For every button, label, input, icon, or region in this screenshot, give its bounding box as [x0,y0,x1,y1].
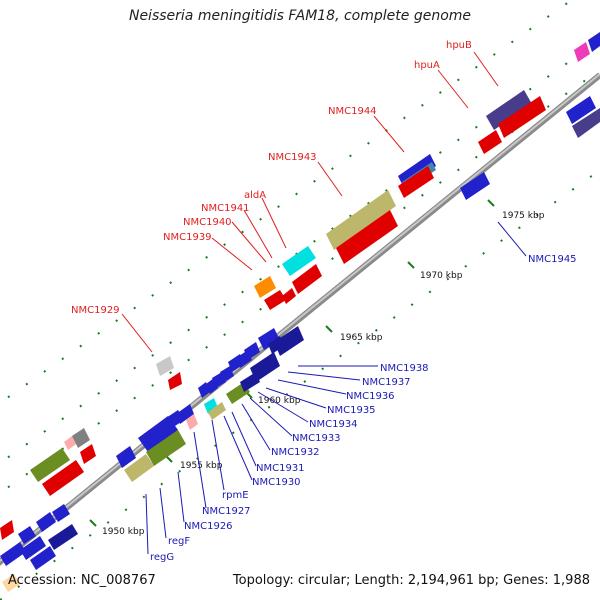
gene-feature [30,546,56,570]
gene-feature [52,504,70,522]
gene-label-NMC1944: NMC1944 [328,106,377,117]
gene-label-NMC1931: NMC1931 [256,463,305,474]
gene-label-NMC1933: NMC1933 [292,433,341,444]
gene-feature [572,108,600,138]
gene-label-NMC1929: NMC1929 [71,305,120,316]
gene-label-NMC1935: NMC1935 [327,405,376,416]
tick-label: 1955 kbp [180,461,223,471]
gene-feature [244,342,260,360]
gene-feature [258,328,280,350]
gene-feature [264,290,286,310]
gene-feature [460,172,490,200]
gene-feature [566,96,596,124]
gene-feature [138,416,178,452]
gene-feature [124,454,154,482]
gene-feature [20,536,46,560]
gene-label-rpmE: rpmE [222,490,249,501]
gene-feature [292,264,322,294]
gene-feature [2,574,20,592]
gene-feature [42,460,84,496]
gene-label-NMC1943: NMC1943 [268,152,317,163]
gene-feature [186,414,198,430]
gene-feature [176,404,194,424]
gene-feature [0,542,26,566]
tick-label: 1950 kbp [102,527,145,537]
gene-feature [498,96,546,138]
gene-label-NMC1945: NMC1945 [528,254,577,265]
gene-label-NMC1937: NMC1937 [362,377,411,388]
gene-feature [336,210,398,264]
gene-feature [478,130,502,154]
gene-feature [64,436,76,450]
gene-feature [116,446,136,468]
gene-feature [220,366,234,382]
gene-feature [48,524,78,550]
tick-label: 1975 kbp [502,211,545,221]
gene-feature [156,356,174,376]
gene-feature [326,190,396,250]
gene-label-regF: regF [168,536,190,547]
gene-label-aldA: aldA [244,190,266,201]
gene-feature [72,428,90,448]
gene-feature [208,402,226,420]
gene-labels-bottom: NMC1945 NMC1938 NMC1937 NMC1936 NMC1935 … [150,254,577,563]
genome-backbone [0,72,600,566]
accession-label: Accession: NC_008767 [8,573,156,588]
gene-feature [574,42,590,62]
gene-label-NMC1934: NMC1934 [309,419,358,430]
gene-feature [0,520,14,540]
gene-feature [36,512,56,532]
gene-label-hpuB: hpuB [446,40,472,51]
tick-label: 1965 kbp [340,333,383,343]
gene-feature [274,326,304,356]
gene-label-NMC1927: NMC1927 [202,506,251,517]
genome-stats-label: Topology: circular; Length: 2,194,961 bp… [232,573,590,588]
gene-label-NMC1941: NMC1941 [201,203,250,214]
gene-features [0,32,600,592]
tick-label: 1970 kbp [420,271,463,281]
gene-label-NMC1939: NMC1939 [163,232,212,243]
gene-labels-top: hpuB hpuA NMC1944 NMC1943 aldA NMC1941 N… [71,40,472,316]
map-title: Neisseria meningitidis FAM18, complete g… [128,8,472,24]
gene-feature [146,430,186,466]
gene-feature [250,352,280,382]
gene-label-NMC1938: NMC1938 [380,363,429,374]
gene-label-NMC1926: NMC1926 [184,521,233,532]
gene-label-regG: regG [150,552,174,563]
leader-lines [121,51,527,555]
gene-label-NMC1932: NMC1932 [271,447,320,458]
gene-feature [588,32,600,52]
gene-feature [18,526,36,544]
gene-feature [282,246,316,276]
gene-feature [398,166,434,198]
gene-feature [80,444,96,464]
gene-feature [268,336,284,354]
gene-label-hpuA: hpuA [414,60,440,71]
gene-feature [254,276,276,298]
gene-label-NMC1940: NMC1940 [183,217,232,228]
gene-label-NMC1930: NMC1930 [252,477,301,488]
tick-label: 1960 kbp [258,396,301,406]
gene-feature [486,90,532,130]
gene-feature [282,288,296,304]
gene-label-NMC1936: NMC1936 [346,391,395,402]
gene-feature [30,448,70,482]
gene-feature [168,372,182,390]
